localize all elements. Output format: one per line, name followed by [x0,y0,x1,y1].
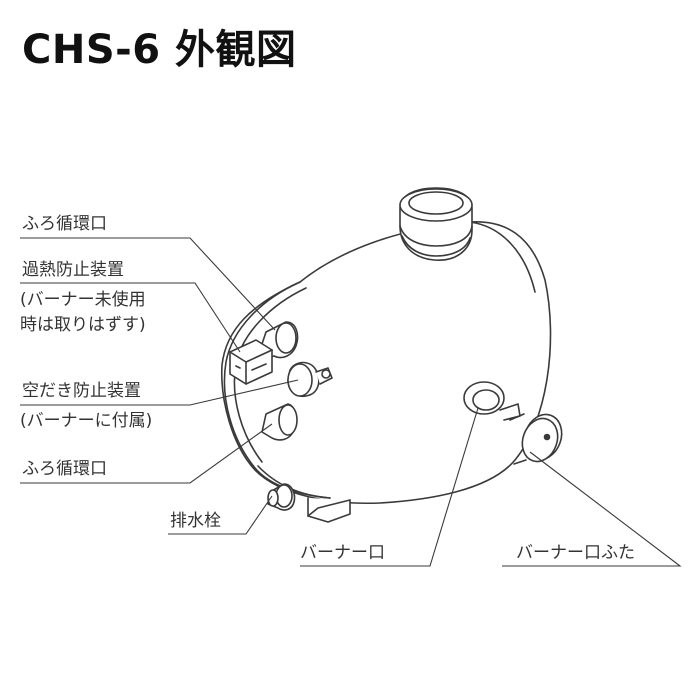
leader-bath-circ-lower [20,423,273,484]
label-drain-plug: 排水栓 [170,511,221,531]
label-bath-circ-upper: ふろ循環口 [22,214,107,234]
leader-burner-cover [502,451,682,567]
label-burner-port-cover: バーナー口ふた [516,543,635,563]
burner-port-shape [463,381,521,421]
label-overheat-note-2: 時は取りはずす) [20,315,146,335]
overheat-device-box [229,339,273,385]
tank-feet [307,497,351,523]
label-overheat-device: 過熱防止装置 [22,260,124,280]
leader-bath-circ-upper [20,237,276,331]
label-overheat-note-1: (バーナー未使用 [20,290,146,310]
leader-dry-fire [20,379,299,406]
leader-drain [168,495,273,535]
label-burner-port: バーナー口 [300,543,385,563]
drain-plug-shape [267,483,296,511]
dry-fire-device [287,361,333,398]
leader-overheat [20,282,241,353]
label-bath-circ-lower: ふろ循環口 [22,459,107,479]
lower-bath-port [261,403,298,441]
leader-burner-port [300,407,479,567]
top-flue-pipe [399,187,473,261]
burner-port-cover-shape [509,413,563,465]
page-title: CHS-6 外観図 [22,27,297,73]
label-dry-fire-device: 空だき防止装置 [22,381,141,401]
label-dry-fire-note: (バーナーに付属) [20,411,153,431]
